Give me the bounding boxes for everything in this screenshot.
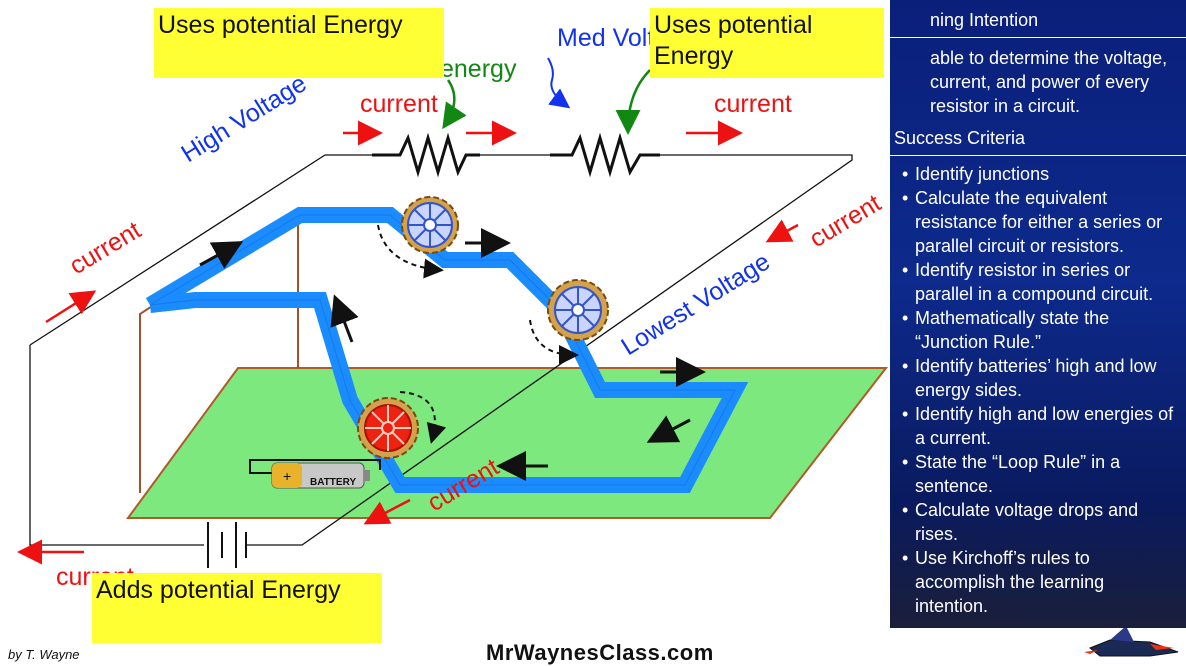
note-uses-energy-right-text: Uses potential Energy	[654, 11, 813, 70]
criteria-item: Identify batteries’ high and low energy …	[902, 354, 1180, 402]
energy-arrow-left	[442, 79, 467, 130]
boat-logo	[1084, 626, 1179, 657]
battery-label: BATTERY	[310, 477, 356, 488]
note-adds-energy-text: Adds potential Energy	[96, 576, 341, 604]
criteria-item: Identify junctions	[902, 162, 1180, 186]
current-arrows	[17, 120, 799, 565]
lowest-voltage-label: Lowest Voltage	[616, 247, 775, 361]
site-brand: MrWaynesClass.com	[486, 640, 714, 665]
criteria-item: Identify high and low energies of a curr…	[902, 402, 1180, 450]
current-label-left: current	[65, 216, 146, 280]
criteria-item: Use Kirchoff’s rules to accomplish the l…	[902, 546, 1180, 618]
flow-arrows	[199, 228, 706, 481]
learning-text: able to determine the voltage, current, …	[930, 48, 1168, 116]
note-uses-energy-right: Uses potential Energy	[650, 8, 884, 78]
criteria-item: Calculate voltage drops and rises.	[902, 498, 1180, 546]
high-voltage-label: High Voltage	[176, 69, 311, 168]
med-voltage-label: Med Volt	[557, 24, 654, 52]
water-pipe	[145, 207, 749, 493]
waterwheel-high	[401, 196, 459, 254]
current-label-right: current	[805, 189, 886, 253]
criteria-list: Identify junctions Calculate the equival…	[890, 162, 1186, 618]
criteria-item: Mathematically state the “Junction Rule.…	[902, 306, 1180, 354]
battery-symbol	[207, 522, 247, 568]
learning-heading: ning Intention	[890, 0, 1186, 38]
battery-plus-label: +	[283, 468, 291, 484]
rotation-arcs	[377, 224, 579, 444]
ground-plane	[126, 367, 889, 519]
author-credit: by T. Wayne	[8, 647, 80, 662]
criteria-item: Identify resistor in series or parallel …	[902, 258, 1180, 306]
note-uses-energy-left: Uses potential Energy	[154, 8, 444, 78]
battery-cell: + BATTERY	[249, 459, 381, 489]
note-uses-energy-left-text: Uses potential Energy	[158, 11, 403, 39]
resistor-1	[372, 132, 480, 178]
current-label-top-left: current	[360, 90, 438, 118]
med-voltage-arrow	[547, 57, 571, 109]
energy-label: energy	[440, 55, 517, 83]
energy-arrow-right	[615, 69, 651, 135]
criteria-item: Calculate the equivalent resistance for …	[902, 186, 1180, 258]
criteria-item: State the “Loop Rule” in a sentence.	[902, 450, 1180, 498]
waterwheel-med	[547, 279, 609, 341]
learning-panel: ning Intention able to determine the vol…	[890, 0, 1186, 628]
current-label-top-right: current	[714, 90, 792, 118]
note-adds-energy: Adds potential Energy	[92, 573, 382, 643]
waterwheel-battery	[357, 397, 419, 459]
resistor-2	[550, 132, 660, 178]
success-heading: Success Criteria	[890, 124, 1186, 156]
